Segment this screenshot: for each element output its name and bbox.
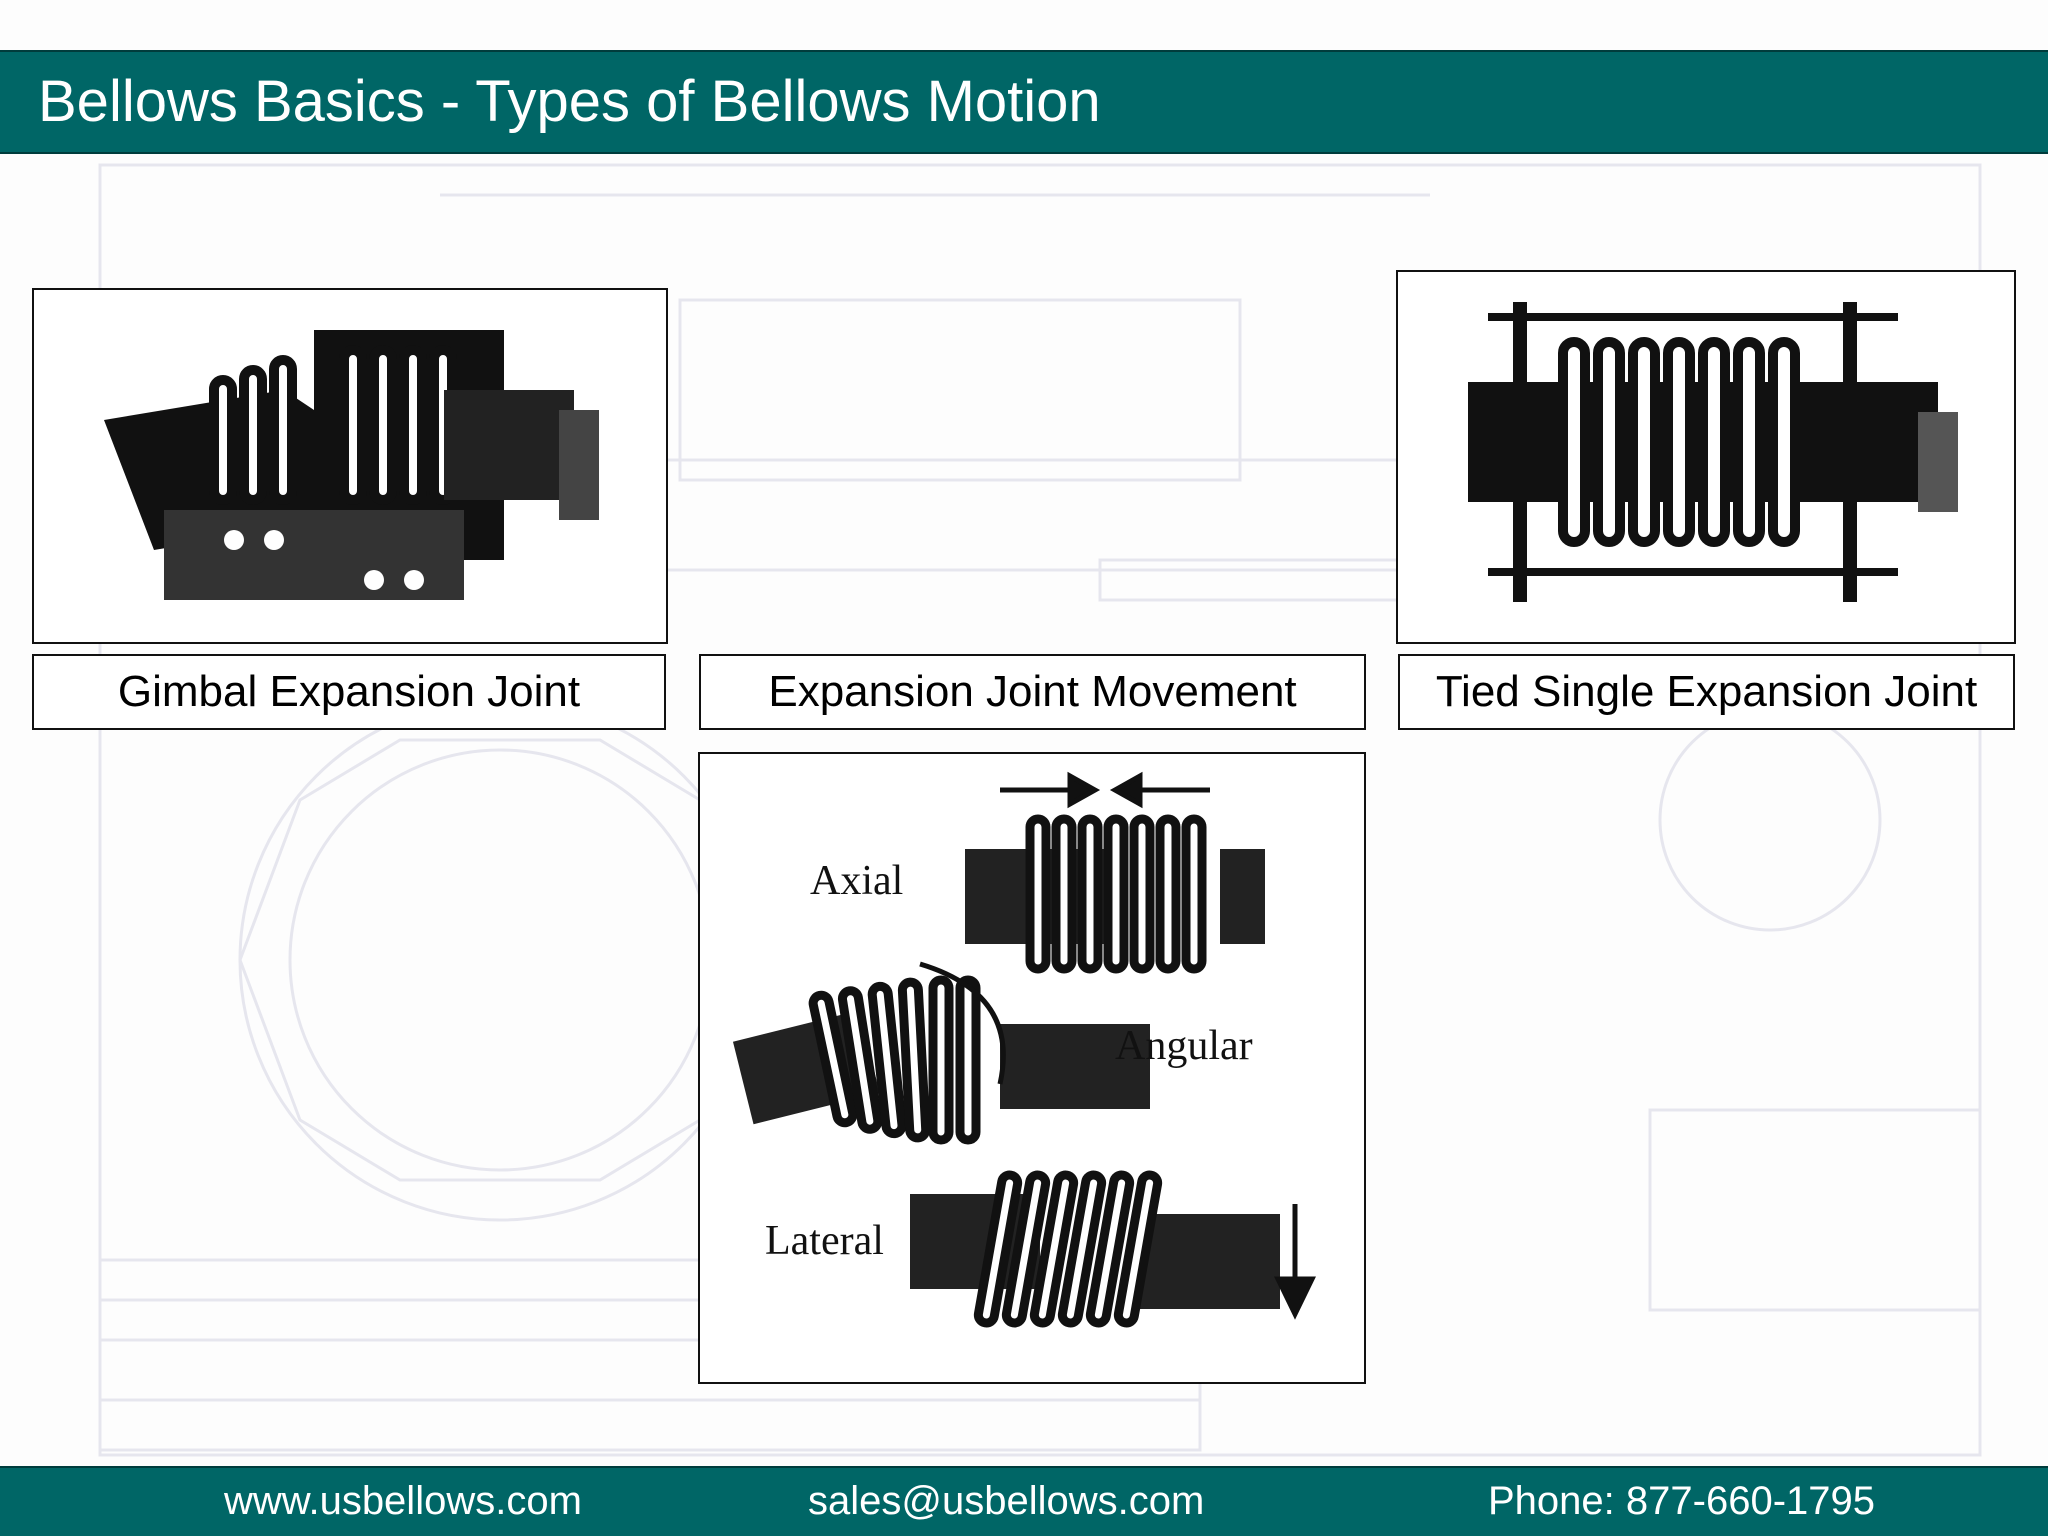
website-link[interactable]: www.usbellows.com [224, 1479, 582, 1523]
gimbal-joint-image [32, 288, 668, 644]
lateral-label: Lateral [765, 1218, 884, 1264]
tied-joint-caption: Tied Single Expansion Joint [1398, 654, 2015, 730]
email-link[interactable]: sales@usbellows.com [808, 1479, 1205, 1523]
footer-bar: www.usbellows.com sales@usbellows.com Ph… [0, 1466, 2048, 1536]
title-bar: Bellows Basics - Types of Bellows Motion [0, 50, 2048, 154]
phone-number: Phone: 877-660-1795 [1488, 1479, 1875, 1523]
tied-joint-image [1396, 270, 2016, 644]
axial-arrows [1000, 771, 1210, 809]
movement-caption: Expansion Joint Movement [699, 654, 1366, 730]
page-title: Bellows Basics - Types of Bellows Motion [38, 69, 1101, 134]
lateral-arrow [1274, 1204, 1316, 1320]
gimbal-joint-illustration [104, 330, 599, 600]
angular-label: Angular [1115, 1023, 1253, 1069]
axial-label: Axial [810, 858, 903, 904]
movement-diagram: Axial Angular Lateral [698, 752, 1366, 1384]
tied-joint-illustration [1468, 302, 1958, 602]
gimbal-joint-caption: Gimbal Expansion Joint [32, 654, 666, 730]
movement-illustration: Axial Angular Lateral [732, 771, 1316, 1328]
